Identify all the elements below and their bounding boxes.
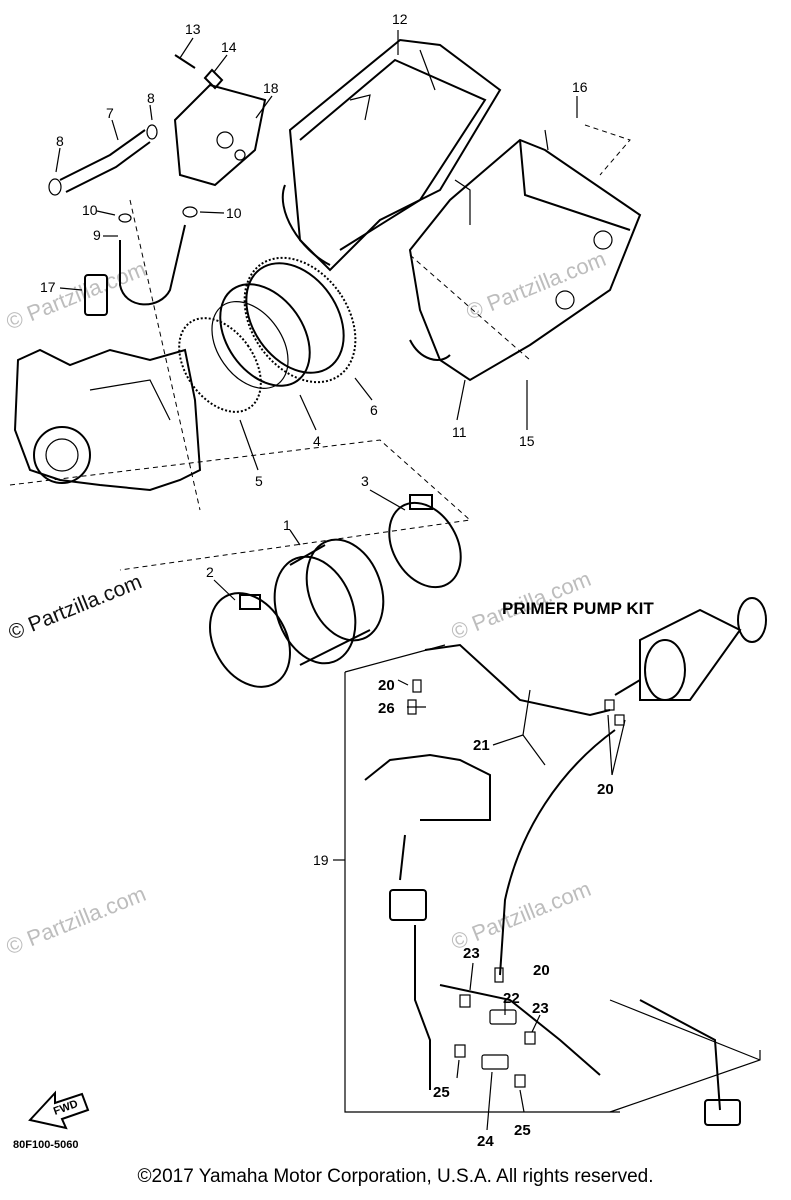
callout-7: 7 [106,105,114,121]
callout-19: 19 [313,852,329,868]
callout-5: 5 [255,473,263,489]
watermark: © Partzilla.com [3,881,150,960]
callout-6: 6 [370,402,378,418]
callout-9: 9 [93,227,101,243]
lower-joint [209,494,462,688]
primer-pump-kit-frame [344,644,761,1113]
callout-8-lower: 8 [56,133,64,149]
callout-25-left: 25 [433,1084,450,1101]
watermark: © Partzilla.com [448,876,595,955]
copyright-notice: ©2017 Yamaha Motor Corporation, U.S.A. A… [137,1166,654,1187]
air-box-cover [281,38,502,272]
drawing-code: 80F100-5060 [13,1139,78,1151]
callout-20-lower: 20 [533,962,550,979]
callout-25-right: 25 [514,1122,531,1139]
watermark-side: © Partzilla.com [5,570,145,644]
engine-outline [13,348,202,492]
callouts: 13 14 18 8 7 8 10 10 9 17 12 16 15 11 6 … [40,11,654,1150]
callout-8-upper: 8 [147,90,155,106]
callout-11: 11 [452,424,467,440]
leader-lines [55,30,626,1131]
upper-small-parts [48,54,267,316]
callout-20-right: 20 [597,781,614,798]
fwd-arrow: FWD [28,1090,90,1130]
callout-23-right: 23 [532,1000,549,1017]
callout-16: 16 [572,79,588,95]
callout-10-right: 10 [226,205,242,221]
callout-22: 22 [503,990,520,1007]
guide-lines [9,124,631,571]
callout-18: 18 [263,80,279,96]
callout-21: 21 [473,737,490,754]
callout-12: 12 [392,11,408,27]
callout-24: 24 [477,1133,494,1150]
callout-17: 17 [40,279,56,295]
callout-23-left: 23 [463,945,480,962]
callout-10-left: 10 [82,202,98,218]
watermark: © Partzilla.com [463,246,610,325]
primer-pump [364,597,767,1126]
intake-joint [178,256,357,413]
callout-2: 2 [206,564,214,580]
callout-20-top: 20 [378,677,395,694]
callout-14: 14 [221,39,237,55]
callout-3: 3 [361,473,369,489]
callout-4: 4 [313,433,321,449]
callout-13: 13 [185,21,201,37]
callout-15: 15 [519,433,535,449]
air-box-case [408,129,642,382]
kit-title: PRIMER PUMP KIT [502,599,654,618]
watermark: © Partzilla.com [3,256,150,335]
callout-26: 26 [378,700,395,717]
callout-1: 1 [283,517,291,533]
